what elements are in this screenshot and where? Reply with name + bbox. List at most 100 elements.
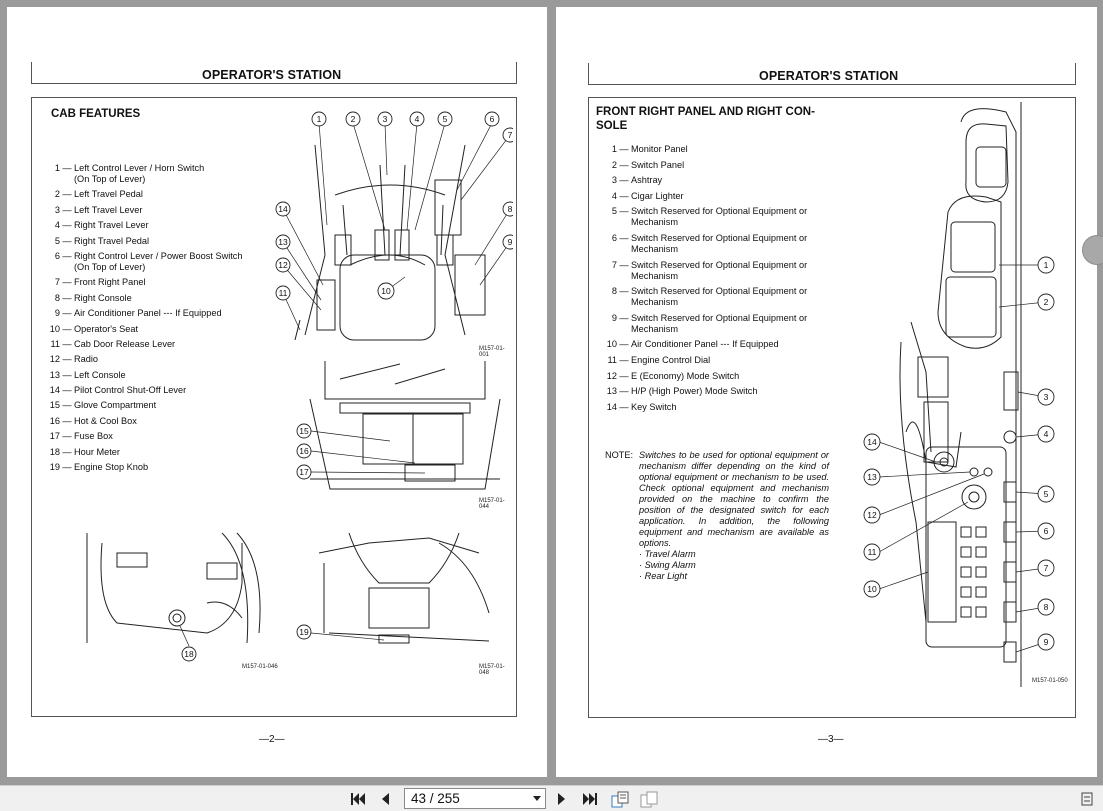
legend-text: Cab Door Release Lever (74, 339, 254, 350)
svg-text:5: 5 (443, 114, 448, 124)
previous-page-icon (382, 793, 389, 805)
svg-text:14: 14 (867, 437, 877, 447)
legend-text: Front Right Panel (74, 277, 254, 288)
legend-item: 2—Switch Panel (601, 160, 826, 171)
page-header: OPERATOR'S STATION (759, 69, 899, 83)
legend-dash: — (619, 190, 629, 201)
svg-text:7: 7 (508, 130, 513, 140)
svg-text:4: 4 (415, 114, 420, 124)
svg-text:8: 8 (1044, 602, 1049, 612)
content-frame (31, 97, 517, 717)
legend-text: Left Console (74, 370, 254, 381)
legend-text: Air Conditioner Panel --- If Equipped (631, 339, 826, 350)
legend-number: 4 (54, 220, 60, 231)
legend-text: Hour Meter (74, 447, 254, 458)
legend-sublabel: (On Top of Lever) (74, 174, 146, 184)
legend-text: H/P (High Power) Mode Switch (631, 386, 826, 397)
last-page-icon (583, 793, 597, 805)
svg-text:12: 12 (867, 510, 877, 520)
legend-item: 8—Switch Reserved for Optional Equipment… (601, 286, 826, 308)
dual-page-view-button[interactable] (610, 790, 630, 808)
svg-text:10: 10 (381, 286, 391, 296)
legend-number: 12 (606, 370, 617, 381)
legend-dash: — (62, 415, 72, 426)
legend-item: 3—Left Travel Lever (44, 205, 254, 216)
legend-dash: — (619, 339, 629, 350)
legend-item: 12—Radio (44, 354, 254, 365)
legend-label: H/P (High Power) Mode Switch (631, 386, 758, 397)
previous-page-button[interactable] (376, 790, 396, 808)
legend-text: Cigar Lighter (631, 191, 826, 202)
legend-item: 8—Right Console (44, 293, 254, 304)
section-title-line: FRONT RIGHT PANEL AND RIGHT CON- (596, 106, 815, 118)
scroll-indicator[interactable] (1082, 235, 1103, 265)
legend-sublabel: Mechanism (631, 297, 678, 308)
legend-text: Right Travel Pedal (74, 236, 254, 247)
legend-text: Hot & Cool Box (74, 416, 254, 427)
legend-text: Switch Panel (631, 160, 826, 171)
legend-label: Left Travel Pedal (74, 189, 143, 200)
note-option: · Travel Alarm (639, 549, 696, 559)
legend-number: 14 (606, 401, 617, 412)
legend-label: Engine Control Dial (631, 354, 711, 365)
legend-item: 14—Pilot Control Shut-Off Lever (44, 385, 254, 396)
legend-item: 7—Front Right Panel (44, 277, 254, 288)
svg-text:11: 11 (868, 547, 877, 557)
legend-label: Left Console (74, 369, 126, 380)
legend-item: 5—Switch Reserved for Optional Equipment… (601, 206, 826, 228)
svg-text:8: 8 (508, 204, 513, 214)
menu-button[interactable] (1077, 790, 1097, 808)
svg-text:6: 6 (1044, 526, 1049, 536)
legend-text: Engine Stop Knob (74, 462, 254, 473)
svg-text:18: 18 (184, 649, 194, 659)
legend-item: 16—Hot & Cool Box (44, 416, 254, 427)
legend-number: 17 (49, 431, 60, 442)
legend-text: E (Economy) Mode Switch (631, 371, 826, 382)
legend-item: 7—Switch Reserved for Optional Equipment… (601, 260, 826, 282)
first-page-button[interactable] (348, 790, 368, 808)
next-page-button[interactable] (551, 790, 571, 808)
page-selector[interactable]: 43 / 255 (404, 788, 546, 809)
legend-text: Ashtray (631, 175, 826, 186)
svg-text:13: 13 (278, 237, 288, 247)
legend-dash: — (619, 206, 629, 217)
legend-label: Operator's Seat (74, 323, 139, 334)
last-page-button[interactable] (580, 790, 600, 808)
legend-label: Ashtray (631, 175, 663, 186)
legend-item: 5—Right Travel Pedal (44, 236, 254, 247)
legend-text: Monitor Panel (631, 144, 826, 155)
legend-number: 4 (611, 190, 617, 201)
legend-text: Right Travel Lever (74, 220, 254, 231)
legend-dash: — (619, 386, 629, 397)
single-page-icon (640, 791, 658, 808)
legend-label: Right Travel Lever (74, 220, 149, 231)
legend-dash: — (62, 189, 72, 200)
legend-sublabel: Mechanism (631, 217, 678, 228)
content-frame (588, 97, 1076, 718)
svg-text:2: 2 (351, 114, 356, 124)
legend-label: Cigar Lighter (631, 190, 684, 201)
legend-sublabel: Mechanism (631, 270, 678, 281)
note-text: Switches to be used for optional equipme… (639, 450, 829, 582)
legend-text: Left Travel Lever (74, 205, 254, 216)
legend-number: 5 (611, 206, 617, 217)
single-page-view-button[interactable] (639, 790, 659, 808)
legend-number: 3 (54, 204, 60, 215)
legend-number: 2 (54, 189, 60, 200)
legend-number: 19 (49, 462, 60, 473)
legend-text: Switch Reserved for Optional Equipment o… (631, 233, 826, 255)
legend-label: Hot & Cool Box (74, 415, 137, 426)
legend-item: 1—Monitor Panel (601, 144, 826, 155)
legend-text: Key Switch (631, 402, 826, 413)
svg-text:11: 11 (279, 288, 288, 298)
note-option: · Rear Light (639, 571, 688, 581)
svg-text:2: 2 (1044, 297, 1049, 307)
legend-text: Pilot Control Shut-Off Lever (74, 385, 254, 396)
legend-label: Switch Reserved for Optional Equipment o… (631, 259, 808, 270)
figure-code: M157-01-044 (479, 498, 505, 510)
legend-text: Engine Control Dial (631, 355, 826, 366)
legend-dash: — (62, 462, 72, 473)
note-option: · Swing Alarm (639, 560, 696, 570)
header-frame (31, 62, 517, 84)
